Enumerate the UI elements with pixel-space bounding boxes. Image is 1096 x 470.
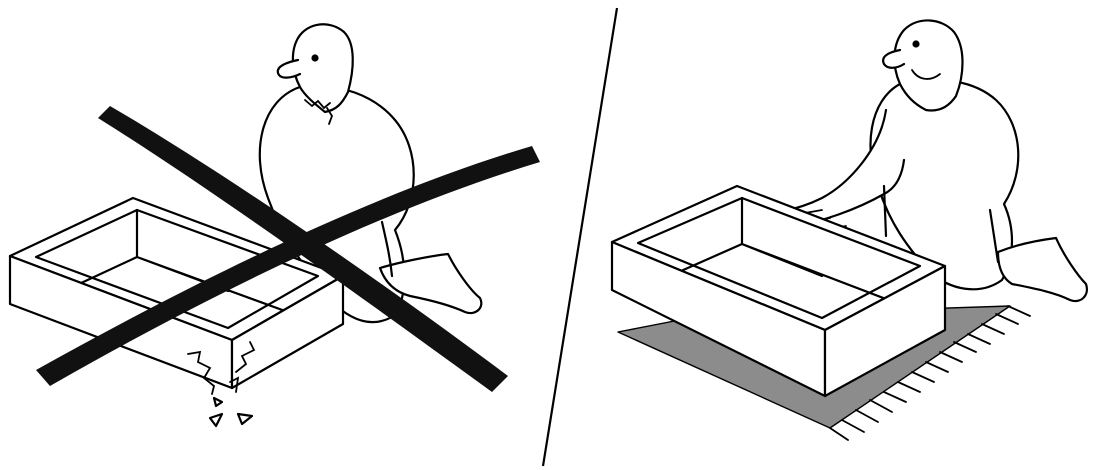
debris-piece bbox=[210, 414, 222, 426]
person-eye bbox=[311, 54, 318, 61]
person-eye bbox=[912, 40, 919, 47]
panel-wrong bbox=[10, 24, 540, 426]
person-knee bbox=[998, 238, 1087, 301]
person-nose bbox=[278, 60, 300, 78]
panel-divider bbox=[543, 8, 617, 466]
debris-piece bbox=[238, 414, 252, 424]
debris-piece bbox=[214, 398, 222, 406]
panel-right bbox=[612, 20, 1087, 440]
